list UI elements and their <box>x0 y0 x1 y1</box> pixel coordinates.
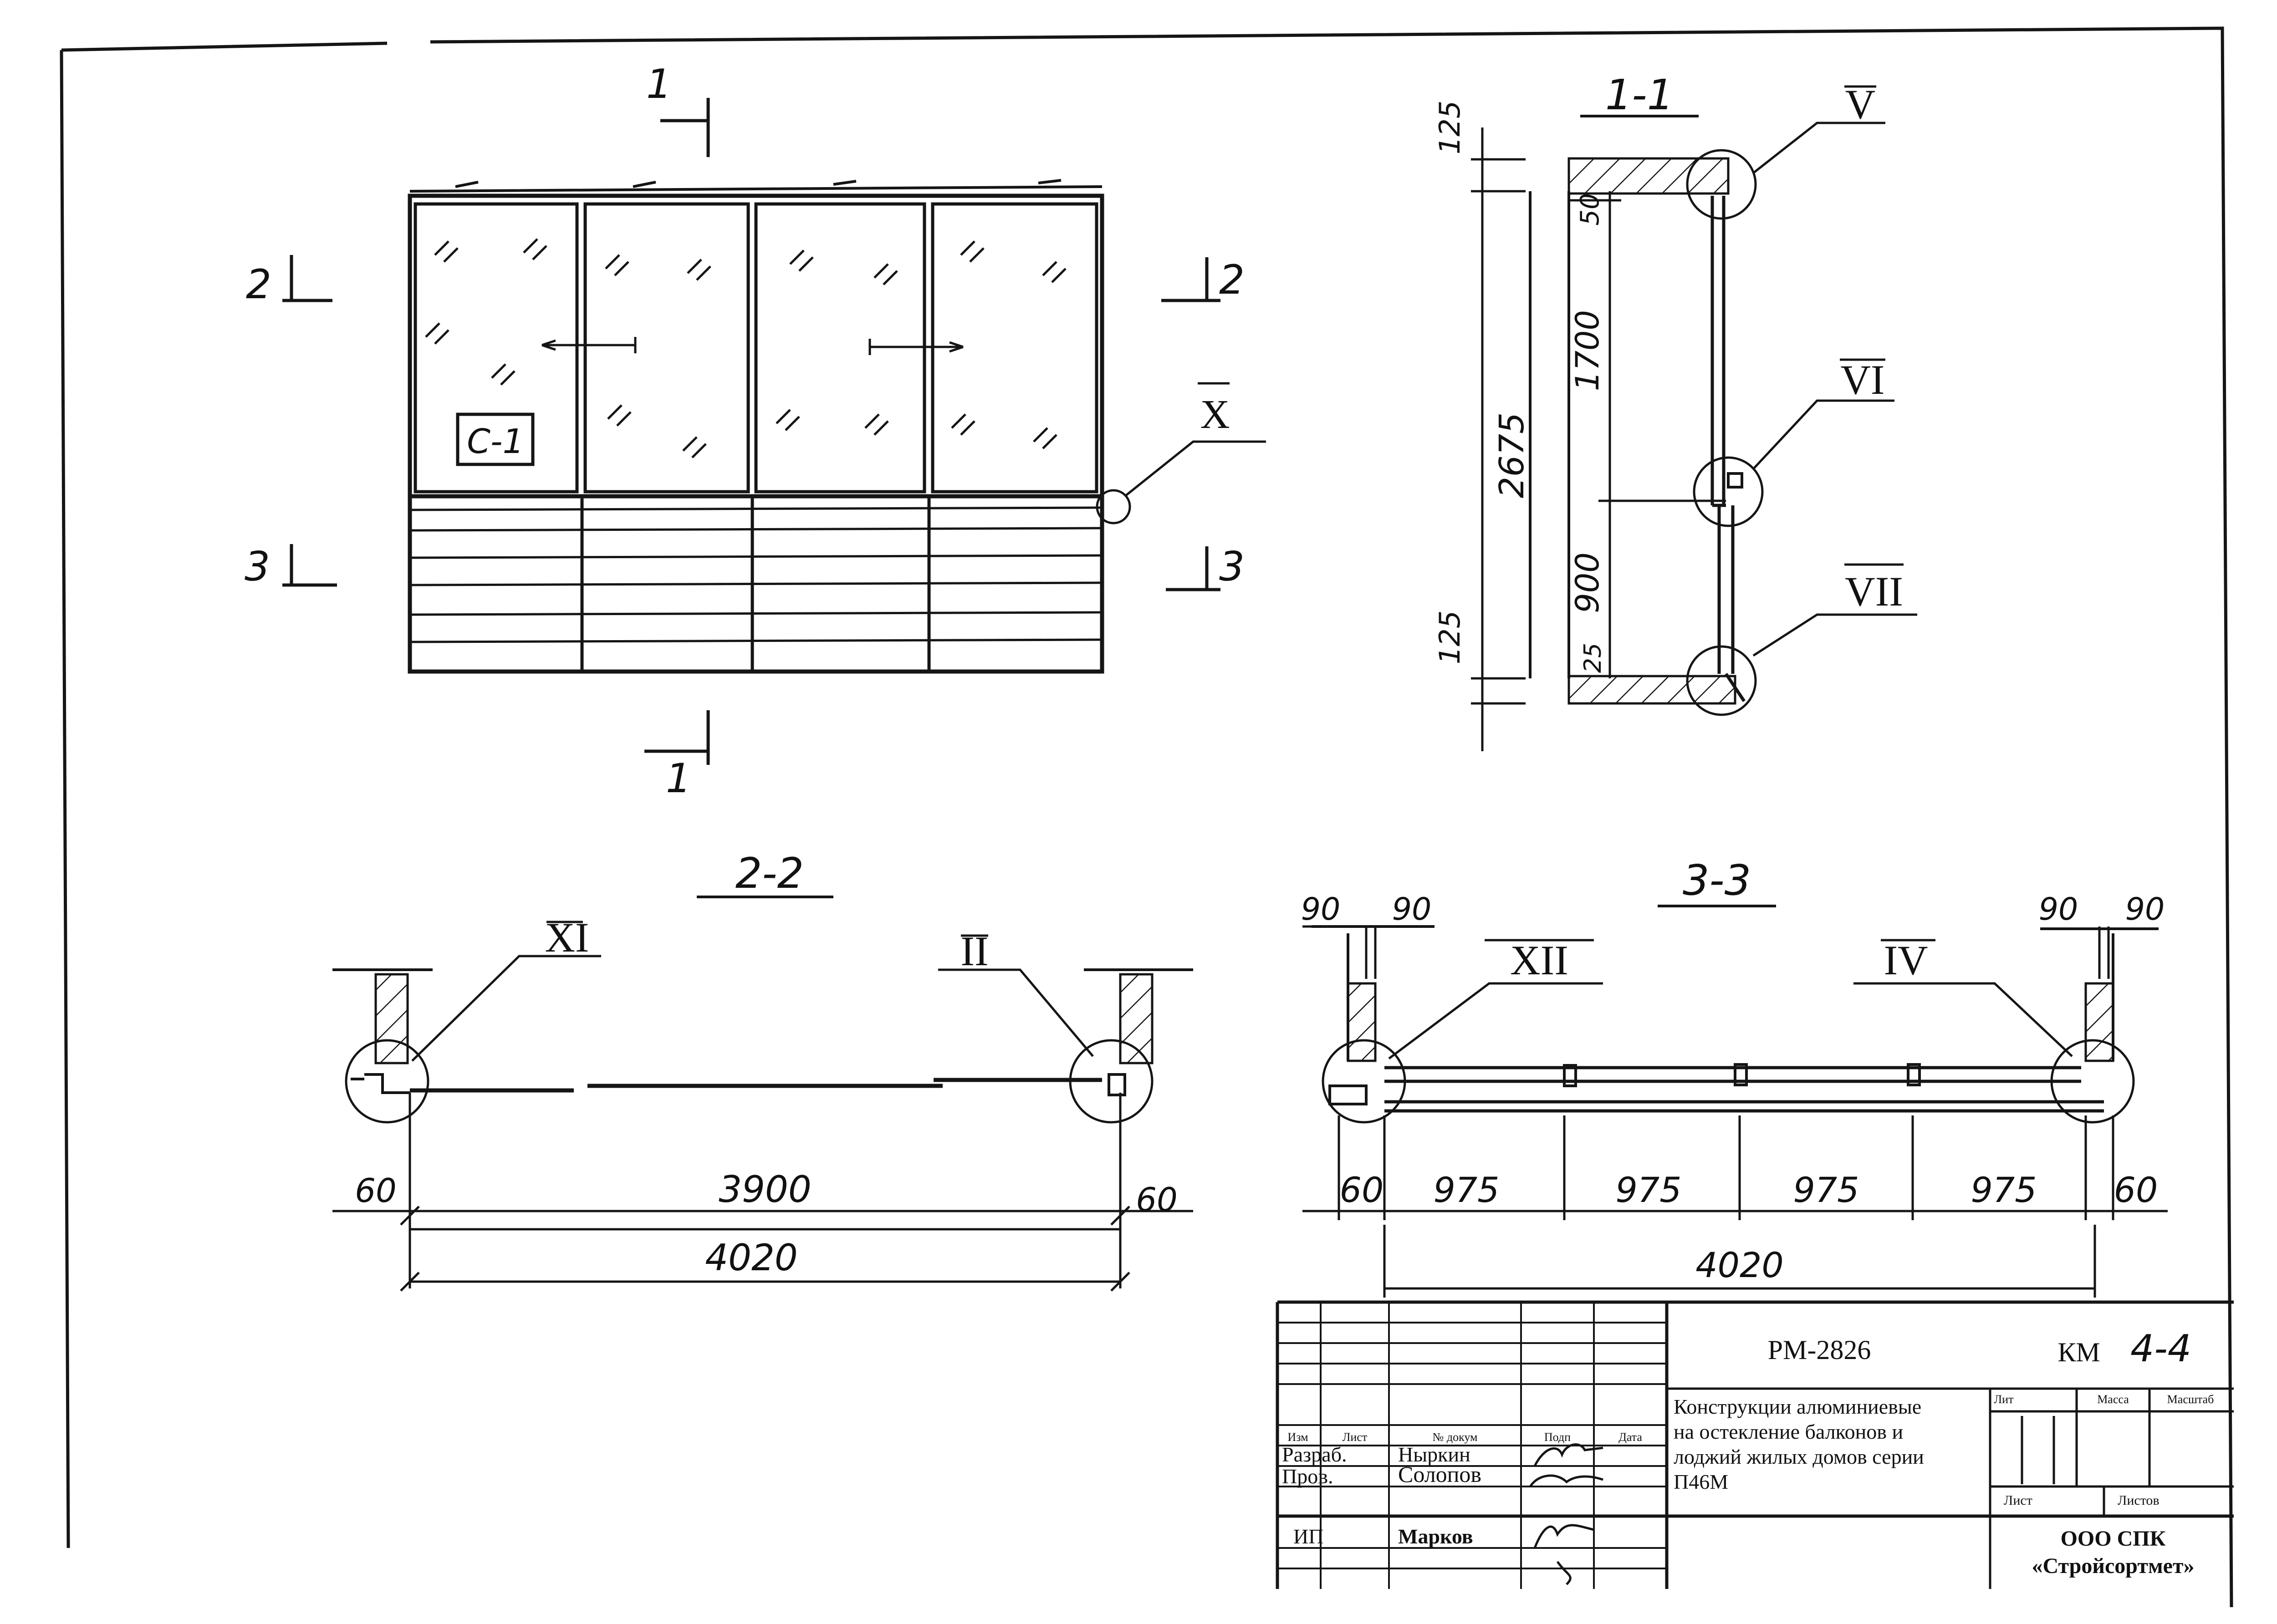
dim-3-3-90-a: 90 <box>1301 891 1341 927</box>
section-2-2-title: 2-2 <box>735 849 804 898</box>
dim-2-2-mid: 3900 <box>719 1168 812 1211</box>
dim-2-2-right: 60 <box>1136 1181 1178 1219</box>
cut-label-2-left: 2 <box>246 261 271 308</box>
signature-ip <box>1533 1524 1594 1585</box>
node-xii-label: XII <box>1510 937 1568 983</box>
frame-mark: С-1 <box>467 422 524 461</box>
node-vi-label: VI <box>1840 356 1884 403</box>
doc-code: РМ-2826 <box>1768 1335 1871 1365</box>
cut-label-3-left: 3 <box>245 543 270 590</box>
dim-125-top: 125 <box>1433 101 1466 154</box>
dim-3-3-90-d: 90 <box>2125 891 2165 927</box>
dim-25: 25 <box>1579 643 1607 673</box>
dim-50: 50 <box>1575 193 1605 225</box>
sheet-code-num: 4-4 <box>2130 1327 2191 1370</box>
node-vii-label: VII <box>1845 568 1903 615</box>
dim-3-3-90-c: 90 <box>2039 891 2078 927</box>
dim-3-3-975-1: 975 <box>1433 1170 1499 1210</box>
sheet-frame <box>60 26 2233 1608</box>
signature-razrab <box>1533 1443 1603 1467</box>
name-ip: Марков <box>1398 1525 1473 1548</box>
title-block-grid <box>1276 1300 2234 1589</box>
hdr-lit: Лит <box>1994 1393 2014 1406</box>
dim-3-3-90-b: 90 <box>1392 891 1432 927</box>
dim-3-3-975-4: 975 <box>1971 1170 2037 1210</box>
dim-2-2-left: 60 <box>355 1171 397 1210</box>
description-line-4: П46М <box>1674 1470 1728 1493</box>
cut-label-3-right: 3 <box>1219 543 1245 590</box>
section-1-1-title: 1-1 <box>1605 71 1674 119</box>
col-list: Лист <box>1343 1431 1367 1444</box>
description-line-3: лоджий жилых домов серии <box>1674 1445 1924 1468</box>
dim-3-3-60-right: 60 <box>2114 1170 2158 1210</box>
col-doc: № докум <box>1433 1431 1478 1444</box>
section-2-2-drawing <box>332 896 1193 1292</box>
node-v-label: V <box>1845 81 1875 127</box>
description-line-1: Конструкции алюминиевые <box>1674 1395 1921 1418</box>
description-line-2: на остекление балконов и <box>1674 1420 1903 1443</box>
dim-3-3-60-left: 60 <box>1340 1170 1384 1210</box>
section-3-3-title: 3-3 <box>1683 856 1751 905</box>
node-iv-label: IV <box>1884 937 1928 983</box>
hdr-sheet: Лист <box>2004 1493 2032 1508</box>
col-date: Дата <box>1618 1431 1642 1444</box>
node-ii-label: II <box>960 928 988 974</box>
section-1-1-drawing <box>1471 85 1917 751</box>
sheet-code-prefix: КМ <box>2057 1337 2100 1367</box>
dim-3-3-975-2: 975 <box>1615 1170 1681 1210</box>
org-name-2: «Стройсортмет» <box>2032 1554 2194 1578</box>
dim-2-2-total: 4020 <box>705 1237 798 1279</box>
col-sign: Подп <box>1544 1431 1571 1444</box>
role-razrab: Разраб. <box>1282 1443 1347 1466</box>
dim-2675: 2675 <box>1492 412 1532 498</box>
signature-prov <box>1529 1474 1603 1487</box>
section-3-3-drawing <box>1302 905 2168 1298</box>
node-xi-label: XI <box>545 914 589 961</box>
name-prov: Солопов <box>1398 1461 1481 1487</box>
dim-1700: 1700 <box>1569 310 1606 391</box>
dim-3-3-975-3: 975 <box>1793 1170 1859 1210</box>
node-x-label: X <box>1200 392 1230 437</box>
elevation-view <box>282 98 1266 765</box>
role-prov: Пров. <box>1282 1465 1333 1488</box>
role-ip: ИП <box>1293 1525 1323 1548</box>
hdr-massa: Масса <box>2097 1393 2129 1406</box>
name-razrab: Ныркин <box>1398 1443 1470 1466</box>
cut-label-2-right: 2 <box>1219 256 1245 303</box>
cut-label-1-top: 1 <box>646 61 672 107</box>
dim-3-3-total: 4020 <box>1695 1245 1783 1285</box>
org-name-1: ООО СПК <box>2061 1527 2166 1551</box>
dim-125-bottom: 125 <box>1433 611 1466 664</box>
cut-label-1-bottom: 1 <box>666 755 691 802</box>
hdr-sheets: Листов <box>2118 1493 2160 1508</box>
col-izm: Изм <box>1287 1431 1308 1444</box>
dim-900: 900 <box>1569 552 1606 613</box>
hdr-masshtab: Масштаб <box>2167 1393 2214 1406</box>
